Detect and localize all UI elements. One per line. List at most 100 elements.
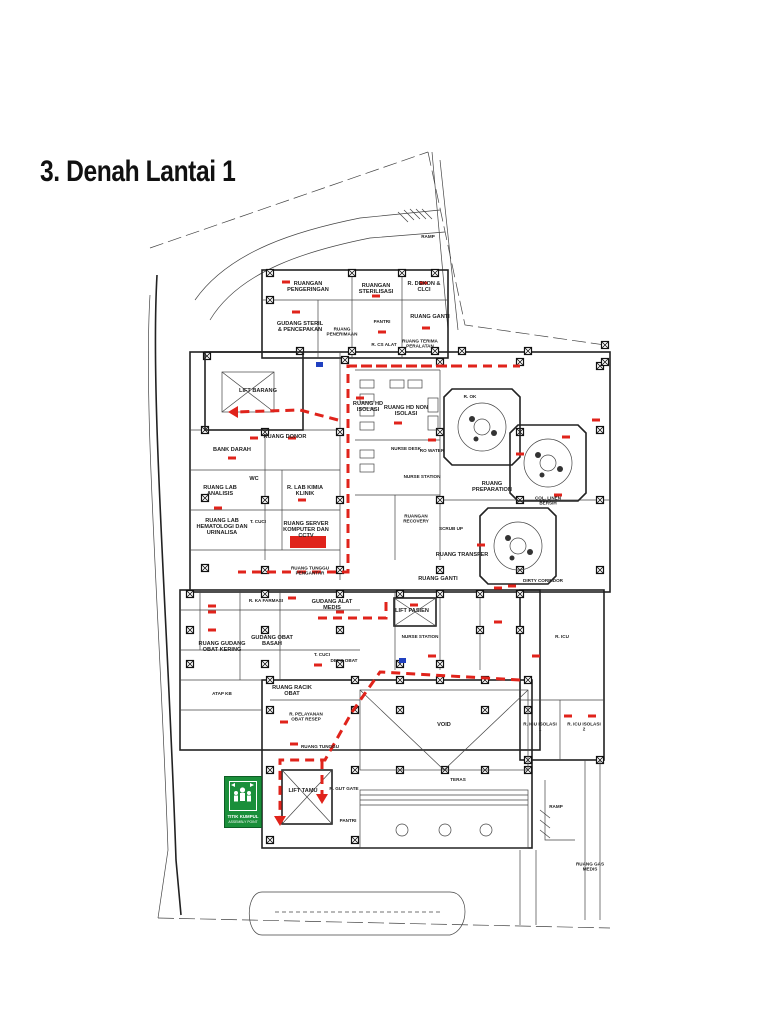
room-label-ramp-right: RAMP [549, 804, 563, 809]
column-cross [436, 358, 444, 366]
site-boundary [147, 151, 611, 929]
hd-beds [359, 379, 439, 473]
column-cross [476, 626, 484, 634]
column-cross [266, 269, 274, 277]
room-label-ruang-donor: RUANG DONOR [264, 434, 307, 440]
room-label-lift-pasien: LIFT PASIEN [395, 608, 429, 614]
extinguisher-marker [592, 418, 600, 422]
room-label-atap: ATAP KB [212, 691, 232, 696]
column-cross [524, 676, 532, 684]
column-cross [476, 590, 484, 598]
column-cross [596, 426, 604, 434]
column-cross [431, 347, 439, 355]
room-label-nurse-station: NURSE STATION [404, 474, 442, 479]
column-cross [186, 626, 194, 634]
column-cross [396, 590, 404, 598]
column-cross [261, 590, 269, 598]
column-cross [596, 566, 604, 574]
assembly-point-icon [229, 781, 257, 811]
extinguisher-marker [420, 281, 428, 285]
column-cross [516, 358, 524, 366]
room-label-r-gut: R. GUT GATE [329, 786, 358, 791]
extinguisher-marker [378, 330, 386, 334]
column-cross [336, 660, 344, 668]
extinguisher-marker [356, 396, 364, 400]
extinguisher-marker [428, 654, 436, 658]
column-cross [336, 428, 344, 436]
room-label-r-icu: R. ICU [555, 634, 569, 639]
room-label-bank-darah: BANK DARAH [213, 447, 251, 453]
column-cross [396, 676, 404, 684]
room-label-r-cs: R. CS ALAT [371, 342, 396, 347]
extinguisher-marker [477, 543, 485, 547]
room-label-pantri: PANTRI [374, 319, 391, 324]
columns [185, 268, 610, 845]
extinguisher-marker [336, 610, 344, 614]
column-cross [201, 494, 209, 502]
room-label-t-cuci: T. CUCI [250, 519, 266, 524]
extinguisher-marker [208, 604, 216, 608]
room-label-depo-obat: DEPO OBAT [331, 658, 358, 663]
extinguisher-marker [410, 603, 418, 607]
column-cross [266, 836, 274, 844]
room-label-ruang-ganti2: RUANG GANTI [418, 576, 458, 582]
room-label-dekon: R. DEKON &CLCI [408, 281, 441, 293]
extinguisher-marker [494, 620, 502, 624]
extinguisher-marker [282, 280, 290, 284]
column-cross [186, 660, 194, 668]
terrace [359, 689, 601, 925]
extinguisher-marker [588, 714, 596, 718]
column-cross [186, 590, 194, 598]
extinguisher-marker [494, 586, 502, 590]
column-cross [266, 676, 274, 684]
blue-marker [399, 658, 406, 663]
column-cross [396, 706, 404, 714]
room-label-scrub-up: SCRUB UP [439, 526, 463, 531]
column-cross [398, 347, 406, 355]
assembly-point-sign: TITIK KUMPUL ASSEMBLY POINT [224, 776, 262, 828]
column-cross [516, 626, 524, 634]
column-cross [601, 341, 609, 349]
extinguisher-marker [372, 294, 380, 298]
room-label-teras: TERAS [450, 777, 466, 782]
blue-marker [316, 362, 323, 367]
column-cross [436, 676, 444, 684]
room-label-ro-water: RO WATER [420, 448, 445, 453]
assembly-point-sublabel: ASSEMBLY POINT [228, 820, 258, 824]
extinguisher-marker [508, 584, 516, 588]
column-cross [261, 496, 269, 504]
extinguisher-markers [208, 280, 600, 746]
room-label-farmasi: R. KA FARMASI [249, 598, 283, 603]
room-label-r-ok: R. OK [464, 394, 477, 399]
extinguisher-marker [562, 435, 570, 439]
extinguisher-marker [554, 493, 562, 497]
column-cross [398, 269, 406, 277]
column-cross [348, 347, 356, 355]
column-cross [336, 496, 344, 504]
column-cross [261, 626, 269, 634]
extinguisher-marker [394, 421, 402, 425]
page-title: 3. Denah Lantai 1 [40, 155, 236, 188]
building-walls [179, 269, 611, 849]
lift-shafts [204, 351, 437, 825]
room-label-ruang-tunggu-bawah: RUANG TUNGGU [301, 744, 340, 749]
column-cross [481, 706, 489, 714]
bottom-driveway [249, 891, 466, 936]
column-cross [431, 269, 439, 277]
extinguisher-marker [422, 326, 430, 330]
column-cross [516, 496, 524, 504]
